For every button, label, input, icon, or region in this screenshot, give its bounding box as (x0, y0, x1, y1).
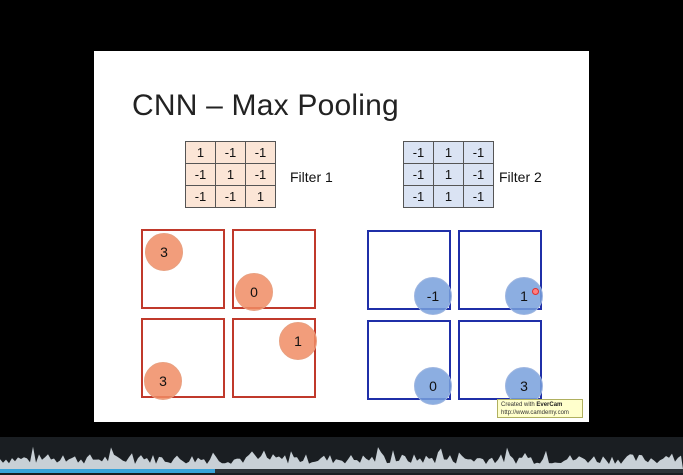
pointer-marker-icon (532, 288, 539, 295)
max-value-bubble: 0 (235, 273, 273, 311)
filter-cell: -1 (185, 163, 216, 186)
max-value-bubble: 3 (145, 233, 183, 271)
filter-cell: -1 (245, 163, 276, 186)
max-value-bubble: 1 (279, 322, 317, 360)
filter-cell: -1 (403, 163, 434, 186)
filter-cell: 1 (433, 185, 464, 208)
filter-cell: -1 (215, 185, 246, 208)
seek-bar[interactable] (0, 437, 683, 475)
filter-cell: -1 (215, 141, 246, 164)
filter-cell: 1 (433, 163, 464, 186)
filter-cell: -1 (463, 141, 494, 164)
audio-waveform (0, 446, 683, 469)
pool-cell-blue: 0 (367, 320, 452, 405)
filter-row: 1 -1 -1 (185, 141, 276, 164)
filter-cell: -1 (403, 141, 434, 164)
pool-cell-red: 3 (141, 318, 225, 400)
filter-row: -1 1 -1 (403, 141, 494, 164)
pool-cell-blue: 1 (458, 230, 543, 315)
filter-2-matrix: -1 1 -1 -1 1 -1 -1 1 -1 (403, 141, 494, 208)
filter-2-label: Filter 2 (499, 169, 542, 185)
pool-cell-blue: -1 (367, 230, 452, 315)
watermark-prefix: Created with (501, 402, 537, 408)
filter-row: -1 1 -1 (403, 163, 494, 186)
filter-cell: -1 (463, 185, 494, 208)
max-value-bubble: 3 (144, 362, 182, 400)
filter-1-matrix: 1 -1 -1 -1 1 -1 -1 -1 1 (185, 141, 276, 208)
filter-cell: -1 (245, 141, 276, 164)
pool-cell-red: 3 (141, 229, 225, 309)
filter-1-label: Filter 1 (290, 169, 333, 185)
pool-cell-blue: 3 (458, 320, 543, 405)
watermark-brand: EverCam (536, 402, 563, 408)
filter-cell: -1 (403, 185, 434, 208)
pool-cell-red: 0 (232, 229, 316, 311)
filter-row: -1 1 -1 (185, 163, 276, 186)
filter-cell: 1 (215, 163, 246, 186)
filter-cell: -1 (463, 163, 494, 186)
slide-title: CNN – Max Pooling (132, 89, 399, 122)
filter-row: -1 1 -1 (403, 185, 494, 208)
filter-row: -1 -1 1 (185, 185, 276, 208)
max-value-bubble: -1 (414, 277, 452, 315)
max-value-bubble: 1 (505, 277, 543, 315)
seek-progress[interactable] (0, 469, 216, 473)
slide: CNN – Max Pooling 1 -1 -1 -1 1 -1 -1 -1 … (94, 51, 589, 422)
filter-cell: 1 (185, 141, 216, 164)
seek-track[interactable] (0, 469, 683, 473)
evercam-watermark: Created with EverCam http://www.camdemy.… (497, 399, 583, 418)
watermark-url: http://www.camdemy.com (501, 410, 569, 416)
filter-cell: -1 (185, 185, 216, 208)
max-value-bubble: 3 (505, 367, 543, 405)
max-value-bubble: 0 (414, 367, 452, 405)
waveform-path (0, 446, 683, 469)
pool-cell-red: 1 (232, 318, 317, 398)
filter-cell: 1 (245, 185, 276, 208)
filter-cell: 1 (433, 141, 464, 164)
